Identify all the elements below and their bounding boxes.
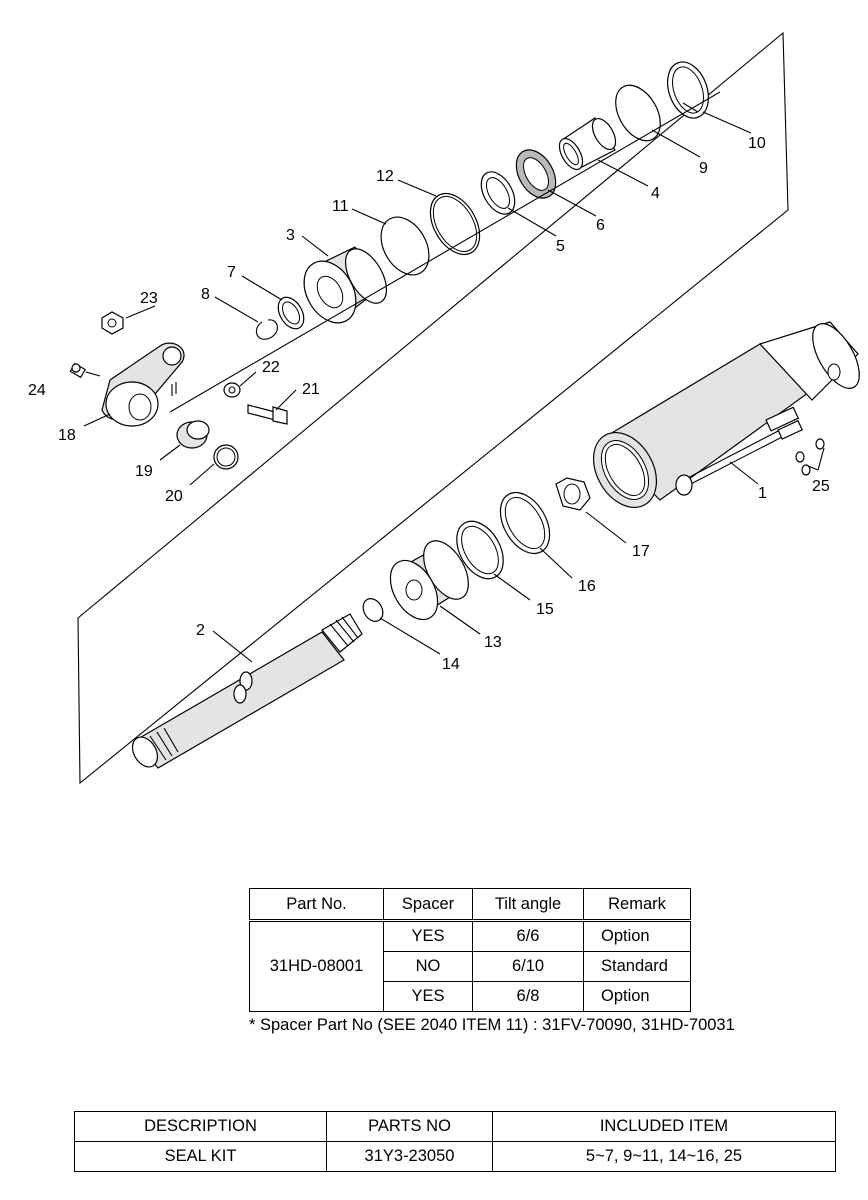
table-row: NO 6/10 Standard — [250, 951, 691, 982]
leader-lines — [83, 111, 825, 663]
callout-20: 20 — [165, 488, 183, 505]
part-18-rod-end — [101, 342, 185, 427]
header-spacer: Spacer — [383, 888, 473, 922]
description-cell: SEAL KIT — [74, 1141, 327, 1172]
callout-10: 10 — [748, 135, 766, 152]
part-15-piston-seal — [456, 520, 504, 580]
seal-kit-table: DESCRIPTION PARTS NO INCLUDED ITEM SEAL … — [74, 1111, 836, 1172]
table-row: 31HD-08001 YES 6/6 Option — [249, 920, 691, 1012]
callout-11: 11 — [332, 198, 349, 215]
callout-16: 16 — [578, 578, 596, 595]
callout-24: 24 — [28, 382, 46, 399]
callout-14: 14 — [442, 656, 460, 673]
callout-13: 13 — [484, 634, 502, 651]
included-item-cell: 5~7, 9~11, 14~16, 25 — [492, 1141, 836, 1172]
exploded-parts-diagram: 10 9 4 6 5 12 11 3 7 8 23 22 21 24 18 19… — [28, 31, 860, 785]
part-6-wiper — [515, 149, 557, 199]
table-row: YES 6/8 Option — [250, 981, 691, 1012]
callout-9: 9 — [699, 160, 708, 177]
callout-5: 5 — [556, 238, 565, 255]
part-4-bushing — [558, 117, 617, 170]
header-included-item: INCLUDED ITEM — [492, 1111, 836, 1142]
callout-4: 4 — [651, 185, 660, 202]
part-10-snap-ring — [666, 61, 710, 119]
callout-21: 21 — [302, 381, 320, 398]
part-21-bolt — [247, 404, 288, 425]
tilt-cell: 6/6 — [472, 920, 584, 952]
table-header-row: DESCRIPTION PARTS NO INCLUDED ITEM — [74, 1111, 836, 1142]
tilt-cell: 6/10 — [472, 951, 584, 982]
part-25-o-ring — [801, 464, 811, 476]
callout-6: 6 — [596, 217, 605, 234]
header-tilt-angle: Tilt angle — [472, 888, 584, 922]
remark-cell: Option — [583, 920, 691, 952]
parts-no-cell: 31Y3-23050 — [326, 1141, 493, 1172]
part-25-o-ring — [815, 438, 825, 450]
header-part-no: Part No. — [249, 888, 384, 922]
part-16-ring — [499, 491, 551, 555]
table-header-row: Part No. Spacer Tilt angle Remark — [249, 888, 691, 922]
remark-cell: Option — [583, 981, 691, 1012]
callout-1: 1 — [758, 485, 767, 502]
header-remark: Remark — [583, 888, 691, 922]
part-3-gland — [303, 246, 388, 324]
spacer-cell: YES — [383, 981, 473, 1012]
part-1-cylinder-tube — [592, 321, 860, 508]
part-19-bushing — [176, 420, 210, 449]
remark-cell: Standard — [583, 951, 691, 982]
part-12-ring — [429, 192, 481, 256]
part-24-grease-nipple — [69, 362, 87, 379]
callout-15: 15 — [536, 601, 554, 618]
callout-12: 12 — [376, 168, 394, 185]
part-25-o-ring — [795, 451, 805, 463]
part-5-ring — [480, 171, 516, 215]
part-14-o-ring — [362, 598, 384, 622]
header-parts-no: PARTS NO — [326, 1111, 493, 1142]
part-2-piston-rod — [131, 613, 363, 769]
part-11-spacer — [380, 216, 430, 276]
part-no-cell: 31HD-08001 — [249, 920, 384, 1012]
spacer-cell: NO — [383, 951, 473, 982]
part-13-piston — [389, 540, 469, 621]
part-17-nut — [555, 477, 591, 511]
callout-3: 3 — [286, 227, 295, 244]
header-description: DESCRIPTION — [74, 1111, 327, 1142]
callout-7: 7 — [227, 264, 236, 281]
callout-22: 22 — [262, 359, 280, 376]
assembly-frame — [77, 31, 789, 785]
part-23-nut — [101, 311, 124, 335]
spacer-tilt-table: Part No. Spacer Tilt angle Remark 31HD-0… — [249, 888, 691, 1012]
callout-23: 23 — [140, 290, 158, 307]
callout-25: 25 — [812, 478, 830, 495]
part-7-ring — [277, 296, 305, 330]
spacer-part-note: * Spacer Part No (SEE 2040 ITEM 11) : 31… — [249, 1016, 735, 1034]
callout-17: 17 — [632, 543, 650, 560]
tilt-cell: 6/8 — [472, 981, 584, 1012]
part-22-washer — [223, 382, 241, 398]
callout-2: 2 — [196, 622, 205, 639]
part-8-retaining-ring — [255, 319, 278, 340]
part-9-o-ring — [615, 84, 661, 142]
callout-18: 18 — [58, 427, 76, 444]
callout-8: 8 — [201, 286, 210, 303]
part-20-snap-ring — [213, 444, 239, 470]
table-row: SEAL KIT 31Y3-23050 5~7, 9~11, 14~16, 25 — [74, 1141, 836, 1172]
callout-19: 19 — [135, 463, 153, 480]
spacer-cell: YES — [383, 920, 473, 952]
